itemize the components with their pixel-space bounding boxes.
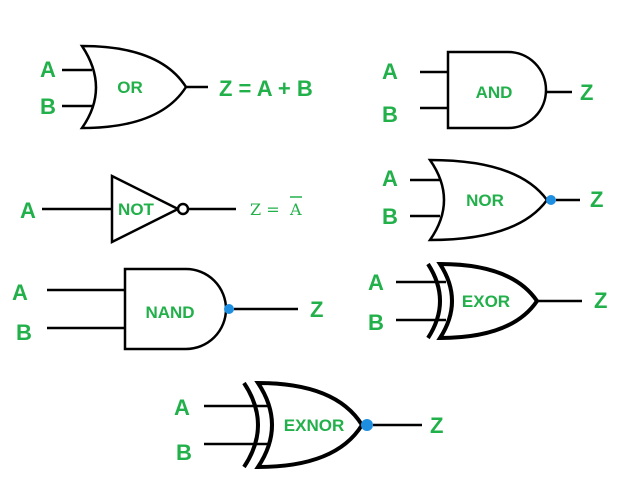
exor-gate-label: EXOR	[462, 292, 510, 311]
or-input-a-label: A	[40, 57, 56, 82]
or-output-label: Z = A + B	[219, 76, 313, 101]
nor-inversion-bubble	[546, 195, 556, 205]
exor-extra-curve	[426, 262, 442, 340]
nand-output-label: Z	[310, 297, 323, 322]
not-inversion-bubble	[176, 202, 190, 216]
nor-output-label: Z	[590, 187, 603, 212]
exnor-gate: EXNOR A B Z	[174, 380, 443, 470]
nor-gate-label: NOR	[466, 191, 504, 210]
nor-gate-body	[427, 158, 549, 242]
exor-input-a-label: A	[368, 270, 384, 295]
and-input-b-label: B	[382, 102, 398, 127]
and-output-label: Z	[580, 80, 593, 105]
not-input-a-label: A	[20, 198, 36, 223]
or-gate: OR A B Z = A + B	[40, 44, 313, 130]
nor-input-b-label: B	[382, 204, 398, 229]
not-gate-body	[110, 173, 181, 245]
nand-input-a-label: A	[12, 280, 28, 305]
not-output-lhs-label: Z =	[250, 200, 280, 219]
nand-gate-label: NAND	[145, 303, 194, 322]
exor-output-label: Z	[594, 288, 607, 313]
nor-input-a-label: A	[382, 166, 398, 191]
exnor-extra-curve	[242, 381, 260, 469]
exor-gate: EXOR A B Z	[368, 261, 607, 341]
nand-input-b-label: B	[16, 320, 32, 345]
nand-inversion-bubble	[224, 304, 234, 314]
exnor-gate-body	[254, 380, 365, 470]
exnor-output-label: Z	[430, 413, 443, 438]
not-gate-label: NOT	[118, 200, 155, 219]
or-gate-label: OR	[117, 78, 143, 97]
exnor-input-a-label: A	[174, 395, 190, 420]
and-input-a-label: A	[382, 59, 398, 84]
and-gate: AND A B Z	[382, 50, 593, 130]
exnor-inversion-bubble	[361, 419, 373, 431]
not-gate: NOT A Z = A	[20, 173, 302, 245]
and-gate-body	[446, 50, 548, 130]
exnor-gate-label: EXNOR	[284, 416, 344, 435]
and-gate-label: AND	[476, 83, 513, 102]
exor-gate-body	[436, 261, 540, 341]
exor-input-b-label: B	[368, 310, 384, 335]
nor-gate: NOR A B Z	[382, 158, 603, 242]
or-input-b-label: B	[40, 94, 56, 119]
not-output-rhs-label: A	[289, 200, 302, 219]
nand-gate: NAND A B Z	[12, 267, 323, 351]
exnor-input-b-label: B	[176, 440, 192, 465]
or-gate-body	[79, 44, 188, 130]
